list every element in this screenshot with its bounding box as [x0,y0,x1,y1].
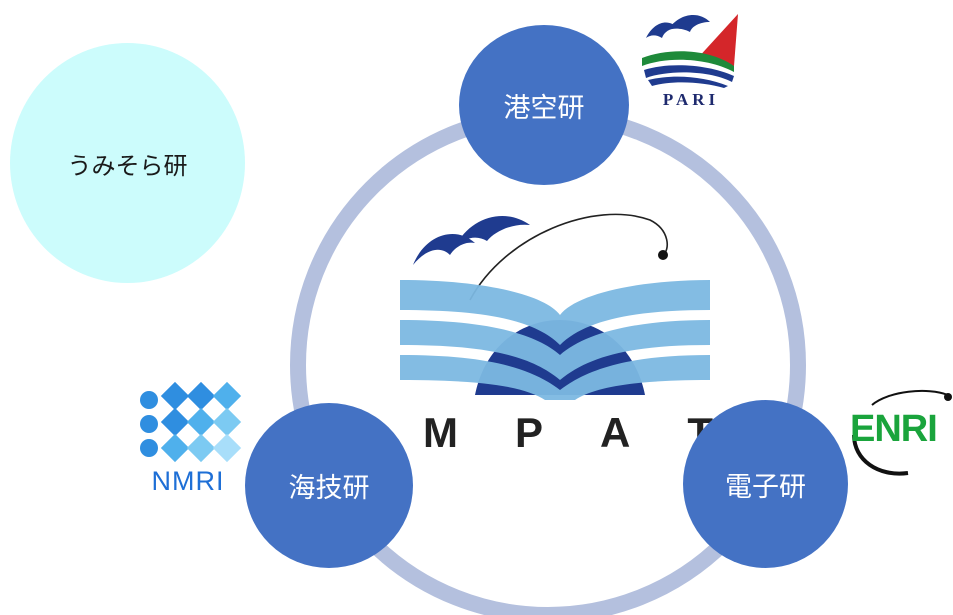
denshi-node: 電子研 [683,400,848,568]
umisora-circle: うみそら研 [10,43,245,283]
mpat-letter: M [423,409,458,456]
pari-logo-icon [642,14,738,88]
enri-logo-icon [852,389,952,476]
denshi-label: 電子研 [725,471,806,503]
kouku-label: 港空研 [503,92,585,124]
mpat-logo [400,213,710,400]
mpat-letter: A [599,409,631,456]
umisora-label: うみそら研 [67,151,188,180]
kaigi-node: 海技研 [245,403,413,568]
enri-wordmark: ENRI [850,408,938,450]
nmri-logo-icon [140,381,242,463]
pari-wordmark: PARI [662,90,720,109]
mpat-wordmark: M P A T [423,408,713,458]
nmri-wordmark: NMRI [151,466,225,496]
kaigi-label: 海技研 [288,473,370,504]
mpat-letter: P [514,409,543,456]
kouku-node: 港空研 [459,25,629,185]
